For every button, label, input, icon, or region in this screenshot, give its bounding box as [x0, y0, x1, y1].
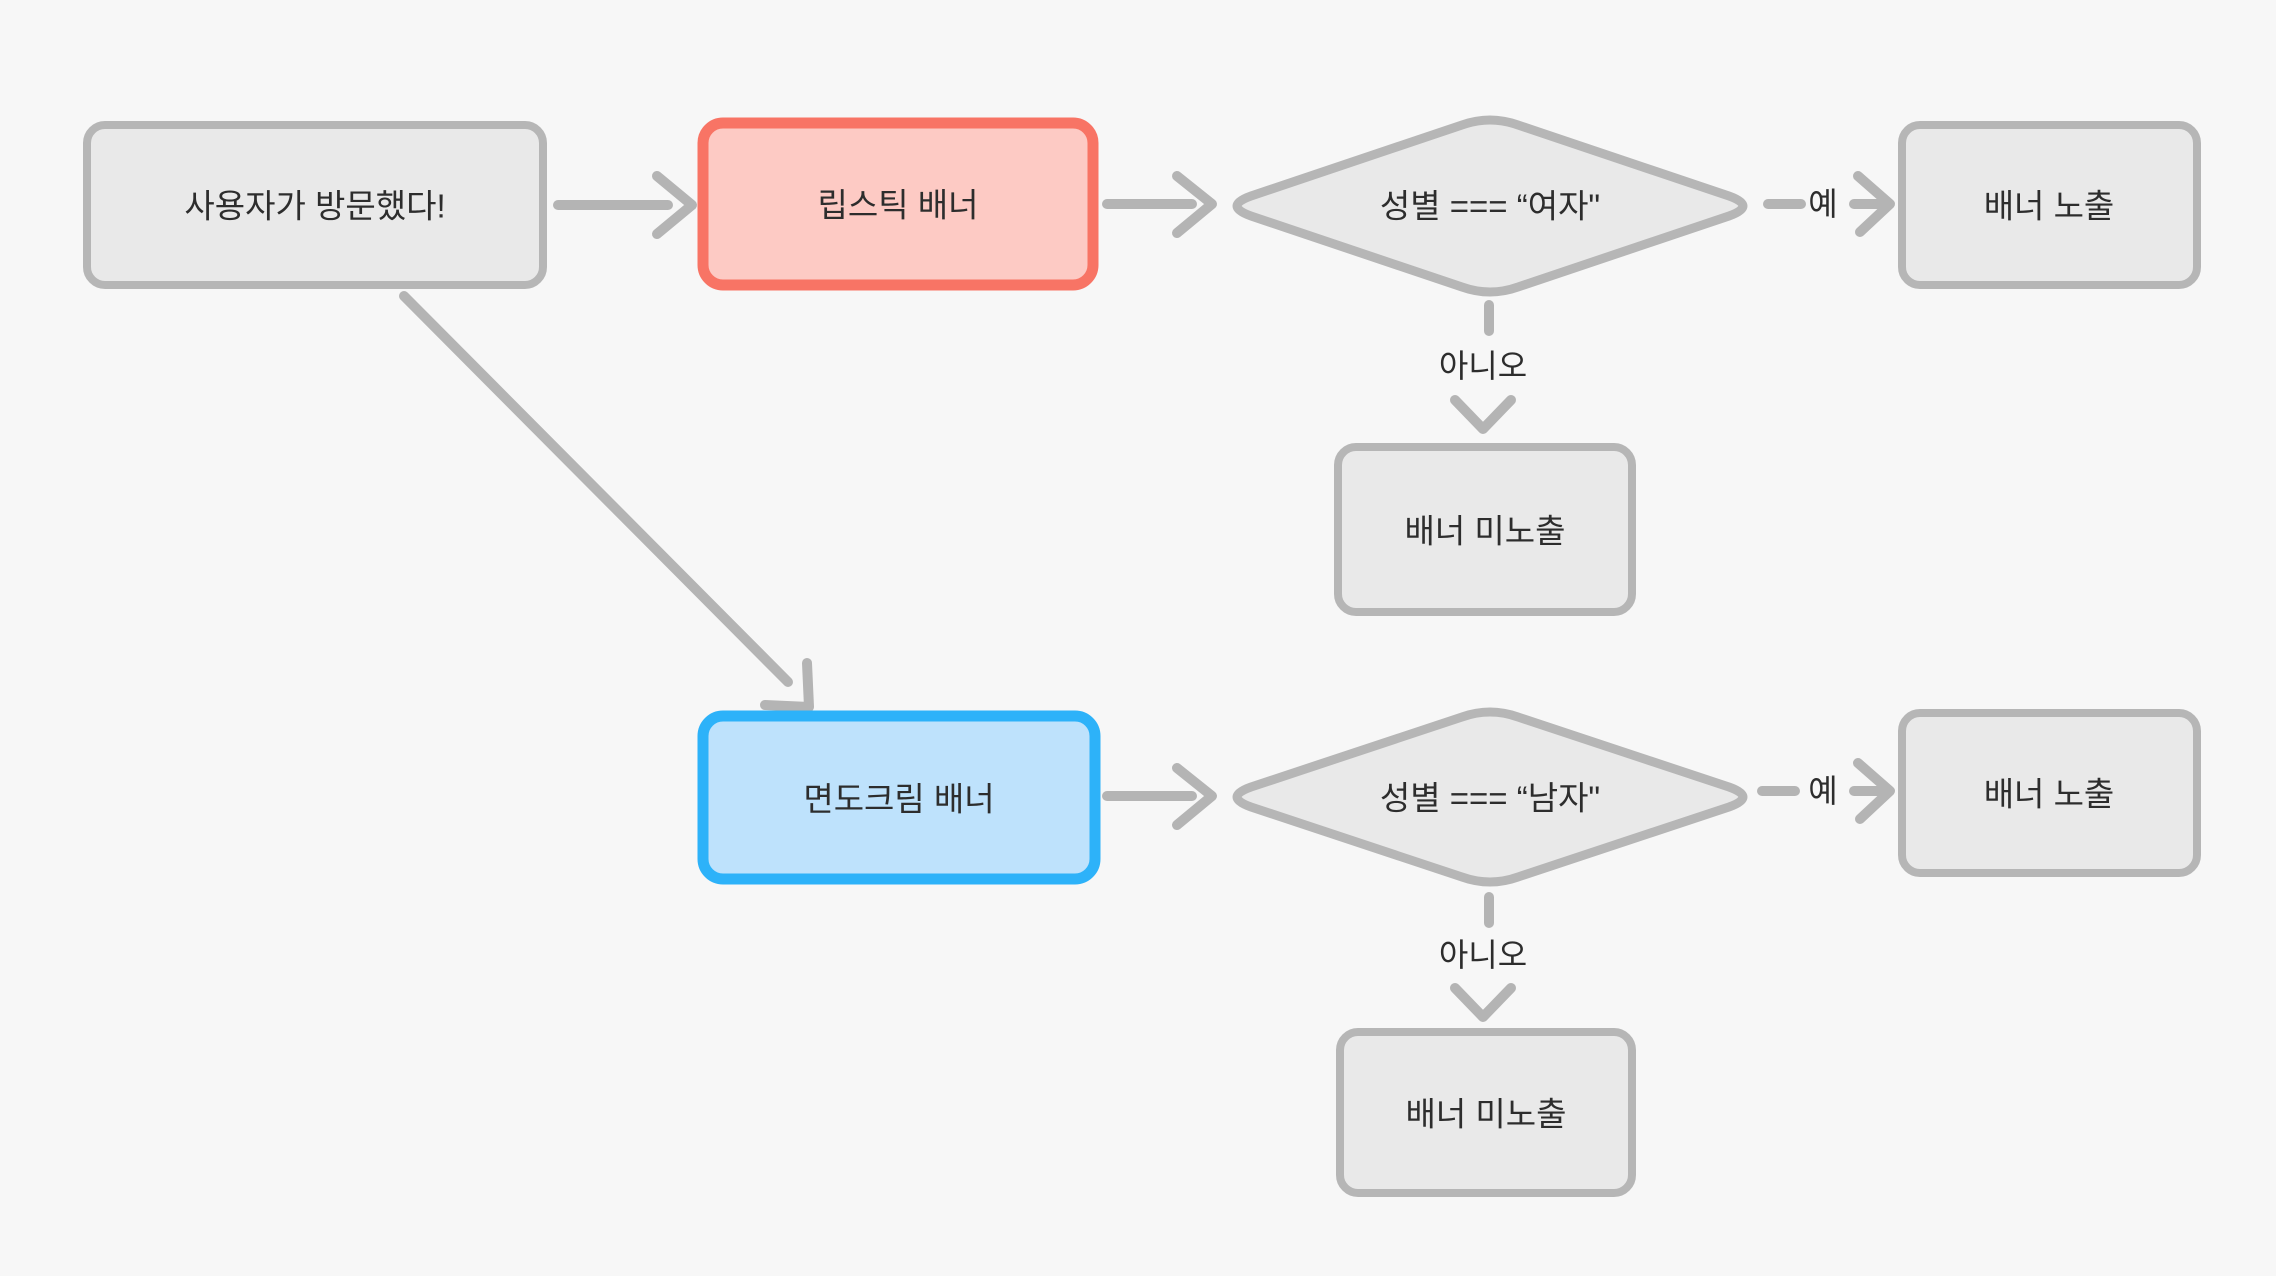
node-banner-shown-bottom: [1898, 709, 2201, 877]
edge-label-yes-top: 예: [1808, 186, 1837, 222]
node-banner-shown-bottom-label: 배너 노출: [1984, 776, 2115, 813]
arrow-head: [1172, 171, 1217, 238]
node-gender-male-decision-label: 성별 === “남자": [1380, 780, 1600, 817]
arrow-head: [652, 171, 697, 239]
node-banner-shown-top-label: 배너 노출: [1984, 188, 2115, 225]
node-gender-female-decision: [1232, 115, 1748, 297]
arrow-female-check-no: [1450, 300, 1516, 434]
edges-layer: [399, 171, 1895, 1022]
arrow-head: [1450, 983, 1516, 1022]
node-banner-hidden-top: [1334, 443, 1636, 616]
node-shaving-cream-banner-label: 면도크림 배너: [803, 781, 994, 818]
node-start: [83, 121, 547, 289]
node-gender-female-decision-label: 성별 === “여자": [1380, 188, 1600, 225]
arrow-lipstick-to-female-check: [1102, 171, 1217, 238]
arrow-head: [1172, 763, 1217, 830]
node-banner-hidden-bottom: [1336, 1028, 1636, 1197]
nodes-layer: [83, 115, 2201, 1197]
arrow-male-check-yes: [1757, 758, 1895, 824]
arrow-female-check-yes: [1763, 171, 1895, 237]
labels-layer: 사용자가 방문했다! 립스틱 배너 성별 === “여자" 예 배너 노출 아니…: [184, 186, 2114, 1132]
arrow-male-check-no: [1450, 892, 1516, 1022]
node-lipstick-banner: [697, 117, 1099, 291]
edge-label-no-top: 아니오: [1439, 348, 1527, 384]
node-banner-hidden-top-label: 배너 미노출: [1405, 513, 1566, 550]
arrow-head: [1853, 758, 1895, 824]
edge-label-yes-bottom: 예: [1808, 773, 1837, 809]
arrow-line: [399, 291, 793, 687]
arrow-start-to-lipstick: [553, 171, 697, 239]
arrow-head: [1853, 171, 1895, 237]
arrow-head: [760, 658, 814, 712]
node-banner-hidden-bottom-label: 배너 미노출: [1406, 1096, 1567, 1133]
node-gender-male-decision: [1232, 707, 1748, 887]
node-lipstick-banner-label: 립스틱 배너: [818, 187, 979, 224]
arrow-head: [1450, 395, 1516, 434]
node-shaving-cream-banner: [697, 710, 1101, 885]
arrow-start-to-shaving: [399, 291, 814, 712]
edge-label-no-bottom: 아니오: [1439, 937, 1527, 973]
node-start-label: 사용자가 방문했다!: [184, 188, 445, 225]
node-banner-shown-top: [1898, 121, 2201, 289]
arrow-shaving-to-male-check: [1102, 763, 1217, 830]
